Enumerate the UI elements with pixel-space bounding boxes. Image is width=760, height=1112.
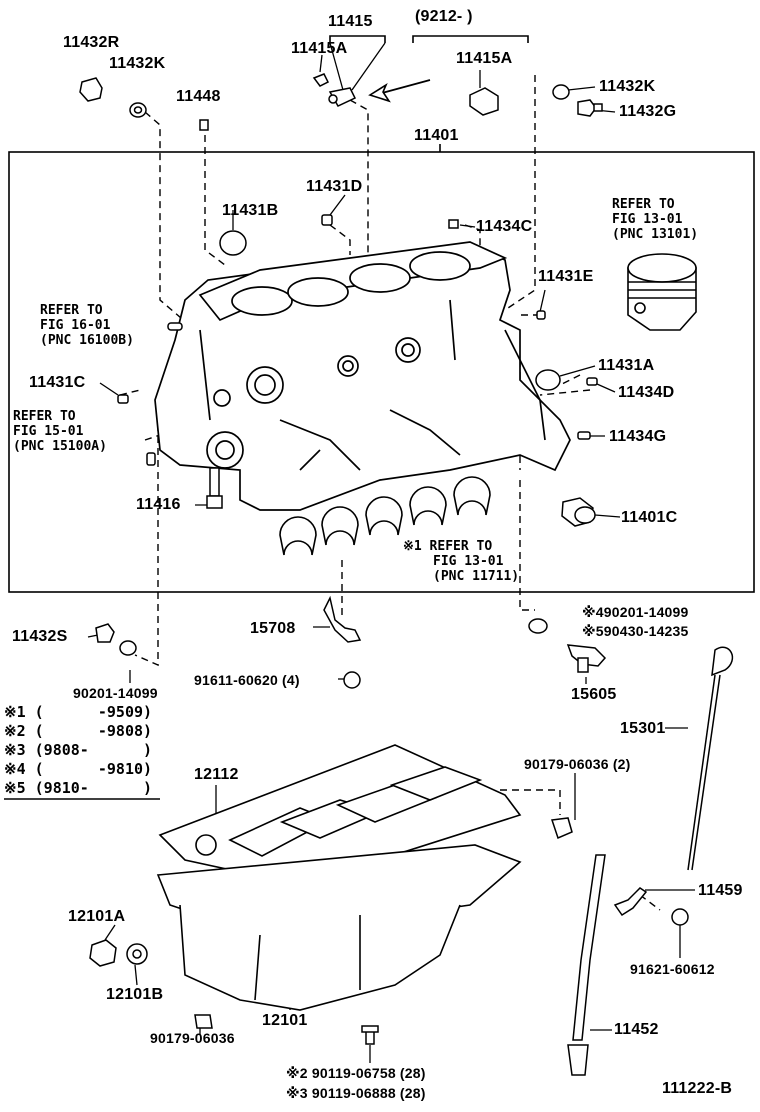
- cylinder-block-drawing: [154, 241, 571, 511]
- label-11434D: 11434D: [618, 384, 675, 401]
- legend-2: ※2 ( -9808): [4, 722, 153, 740]
- ref-fig15-line3: (PNC 15100A): [13, 439, 107, 454]
- label-12101: 12101: [262, 1012, 308, 1029]
- label-11415A-left: 11415A: [291, 40, 348, 57]
- legend-5: ※5 (9810- ): [4, 779, 153, 797]
- label-15708: 15708: [250, 620, 296, 637]
- label-11448: 11448: [176, 88, 221, 105]
- label-11416: 11416: [136, 496, 181, 513]
- ref-fig16-line1: REFER TO: [40, 303, 103, 318]
- label-11431E: 11431E: [538, 268, 594, 285]
- label-12101B: 12101B: [106, 986, 164, 1003]
- label-90119-b: ※3 90119-06888 (28): [286, 1085, 426, 1101]
- main-bearings: [279, 476, 491, 556]
- legend-3: ※3 (9808- ): [4, 741, 153, 759]
- legend-4: ※4 ( -9810): [4, 760, 153, 778]
- label-11432S: 11432S: [12, 628, 68, 645]
- label-90119-a: ※2 90119-06758 (28): [286, 1065, 426, 1081]
- label-11432R: 11432R: [63, 34, 120, 51]
- ref-piston-line2: FIG 13-01: [612, 212, 683, 227]
- oil-pan-drawing: [156, 744, 522, 1011]
- label-11415: 11415: [328, 13, 373, 30]
- label-590430: ※590430-14235: [582, 623, 689, 639]
- label-11432K-left: 11432K: [109, 55, 166, 72]
- label-11434C: 11434C: [476, 218, 533, 235]
- label-11459: 11459: [698, 882, 743, 899]
- label-11401: 11401: [414, 127, 459, 144]
- diagram-code: 111222-B: [662, 1080, 733, 1097]
- label-90179-lower: 90179-06036: [150, 1030, 235, 1046]
- label-91621: 91621-60612: [630, 961, 715, 977]
- block-assembly-frame: [8, 151, 755, 593]
- ref-fig15-line1: REFER TO: [13, 409, 76, 424]
- piston-drawing: [627, 253, 697, 331]
- ref-fig15-line2: FIG 15-01: [13, 424, 84, 439]
- ref-bearing-line2: FIG 13-01: [433, 554, 504, 569]
- label-date-range: (9212- ): [415, 8, 473, 25]
- label-11434G: 11434G: [609, 428, 667, 445]
- label-15301: 15301: [620, 720, 666, 737]
- label-11431A: 11431A: [598, 357, 655, 374]
- ref-bearing-line3: (PNC 11711): [433, 569, 520, 584]
- label-11401C: 11401C: [621, 509, 678, 526]
- label-11432K-right: 11432K: [599, 78, 656, 95]
- ref-piston-line1: REFER TO: [612, 197, 675, 212]
- ref-bearing-line1: ※1 REFER TO: [403, 539, 493, 554]
- ref-piston-line3: (PNC 13101): [612, 227, 699, 242]
- label-490201: ※490201-14099: [582, 604, 689, 620]
- label-11431C: 11431C: [29, 374, 86, 391]
- label-11432G: 11432G: [619, 103, 677, 120]
- label-90201: 90201-14099: [73, 685, 158, 701]
- label-12101A: 12101A: [68, 908, 126, 925]
- label-11431B: 11431B: [222, 202, 279, 219]
- ref-fig16-line2: FIG 16-01: [40, 318, 111, 333]
- label-11431D: 11431D: [306, 178, 363, 195]
- label-15605: 15605: [571, 686, 617, 703]
- label-11415A-right: 11415A: [456, 50, 513, 67]
- label-91611: 91611-60620 (4): [194, 672, 300, 688]
- legend-1: ※1 ( -9509): [4, 703, 153, 721]
- ref-fig16-line3: (PNC 16100B): [40, 333, 134, 348]
- label-11452: 11452: [614, 1021, 659, 1038]
- label-12112: 12112: [194, 766, 239, 783]
- label-90179-upper: 90179-06036 (2): [524, 756, 631, 772]
